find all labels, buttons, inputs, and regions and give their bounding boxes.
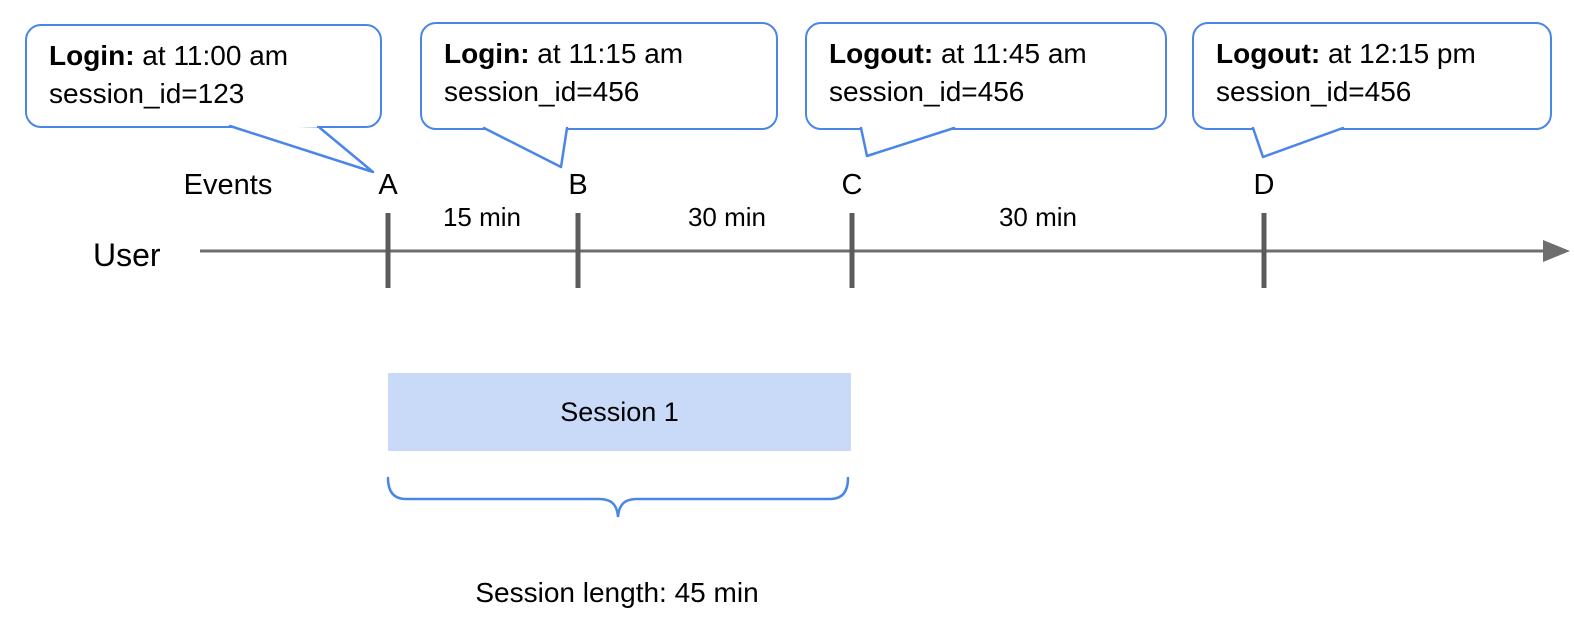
callout-logout-d: Logout: at 12:15 pm session_id=456 <box>1192 22 1552 130</box>
callout-tail-b <box>482 124 569 169</box>
event-type-label: Login: <box>49 40 135 71</box>
user-row-label: User <box>93 237 161 273</box>
timeline-axis <box>200 240 1570 262</box>
interval-label-cd: 30 min <box>998 202 1078 232</box>
callout-line-event: Login: at 11:15 am <box>444 35 766 73</box>
event-time-label: at 11:15 am <box>529 38 684 69</box>
callout-login-a: Login: at 11:00 am session_id=123 <box>25 24 382 128</box>
callout-logout-c: Logout: at 11:45 am session_id=456 <box>805 22 1167 130</box>
marker-label-c: C <box>841 169 863 201</box>
callout-line-session: session_id=456 <box>444 76 640 107</box>
curly-brace <box>386 476 850 518</box>
callout-line-session: session_id=123 <box>49 78 245 109</box>
event-time-label: at 11:45 am <box>933 38 1087 69</box>
arrowhead-icon <box>1543 240 1570 262</box>
event-type-label: Login: <box>444 38 530 69</box>
event-time-label: at 11:00 am <box>134 40 289 71</box>
events-axis-label: Events <box>183 169 273 201</box>
event-type-label: Logout: <box>829 38 934 69</box>
marker-label-a: A <box>378 169 398 201</box>
event-time-label: at 12:15 pm <box>1320 38 1476 69</box>
interval-label-ab: 15 min <box>442 202 522 232</box>
marker-label-d: D <box>1253 169 1275 201</box>
callout-tail-a <box>228 122 375 174</box>
interval-label-bc: 30 min <box>687 202 767 232</box>
callout-line-event: Logout: at 12:15 pm <box>1216 35 1540 73</box>
session-1-box: Session 1 <box>388 373 851 451</box>
session-length-label: Session length: 45 min <box>475 577 759 608</box>
callout-line-event: Login: at 11:00 am <box>49 37 370 75</box>
callout-line-event: Logout: at 11:45 am <box>829 35 1155 73</box>
marker-label-b: B <box>568 169 588 201</box>
callout-login-b: Login: at 11:15 am session_id=456 <box>420 22 778 130</box>
event-type-label: Logout: <box>1216 38 1321 69</box>
session-1-label: Session 1 <box>560 396 679 427</box>
callout-line-session: session_id=456 <box>1216 76 1412 107</box>
callout-line-session: session_id=456 <box>829 76 1025 107</box>
